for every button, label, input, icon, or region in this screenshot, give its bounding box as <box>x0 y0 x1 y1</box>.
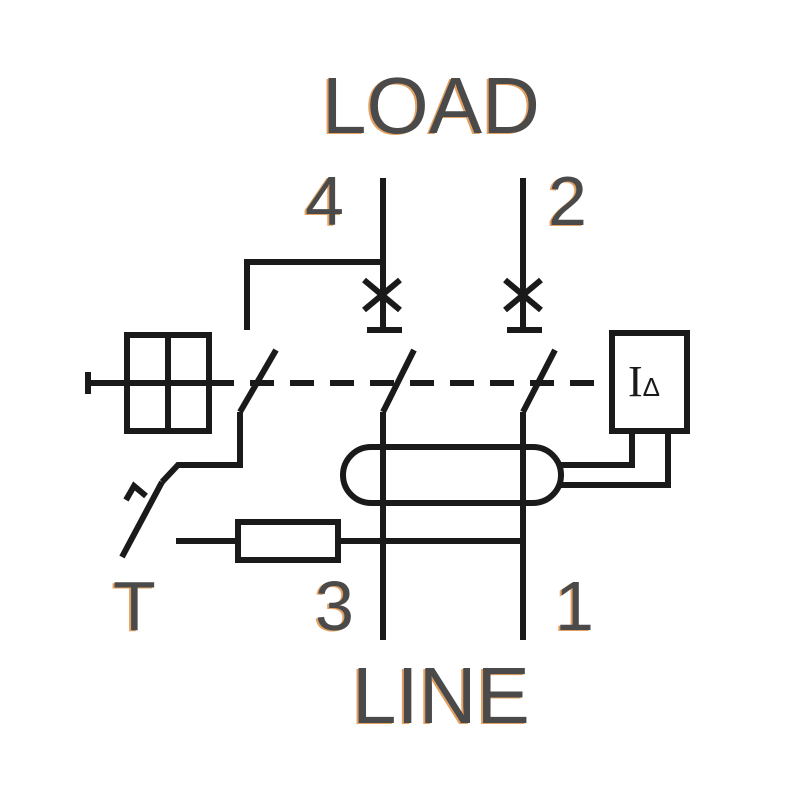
operating-mechanism-box <box>124 332 212 434</box>
load-title: LOAD <box>322 61 540 150</box>
terminal-label-4: 4 <box>305 162 344 240</box>
line-title: LINE <box>352 651 530 740</box>
test-button-stem <box>119 480 165 559</box>
sensor-wire-inner <box>561 431 635 468</box>
residual-current-relay-box <box>609 330 690 434</box>
terminal-label-2: 2 <box>548 162 587 240</box>
terminal-label-1: 1 <box>555 567 594 645</box>
core-balance-transformer <box>340 444 564 506</box>
terminal-label-3: 3 <box>315 567 354 645</box>
test-wire-top <box>244 259 383 330</box>
test-wire-down <box>159 412 243 485</box>
contact-mark-right <box>503 277 543 333</box>
residual-current-symbol-sub: Δ <box>642 372 661 402</box>
sensor-wire-outer <box>561 431 671 488</box>
contact-mark-left <box>362 277 402 333</box>
residual-current-symbol-main: I <box>628 357 643 406</box>
test-terminal-label: T <box>113 567 156 645</box>
test-resistor <box>235 519 341 563</box>
switch-blade-left <box>380 348 417 414</box>
test-button-hook <box>123 481 148 502</box>
residual-current-symbol: IΔ <box>628 360 660 404</box>
